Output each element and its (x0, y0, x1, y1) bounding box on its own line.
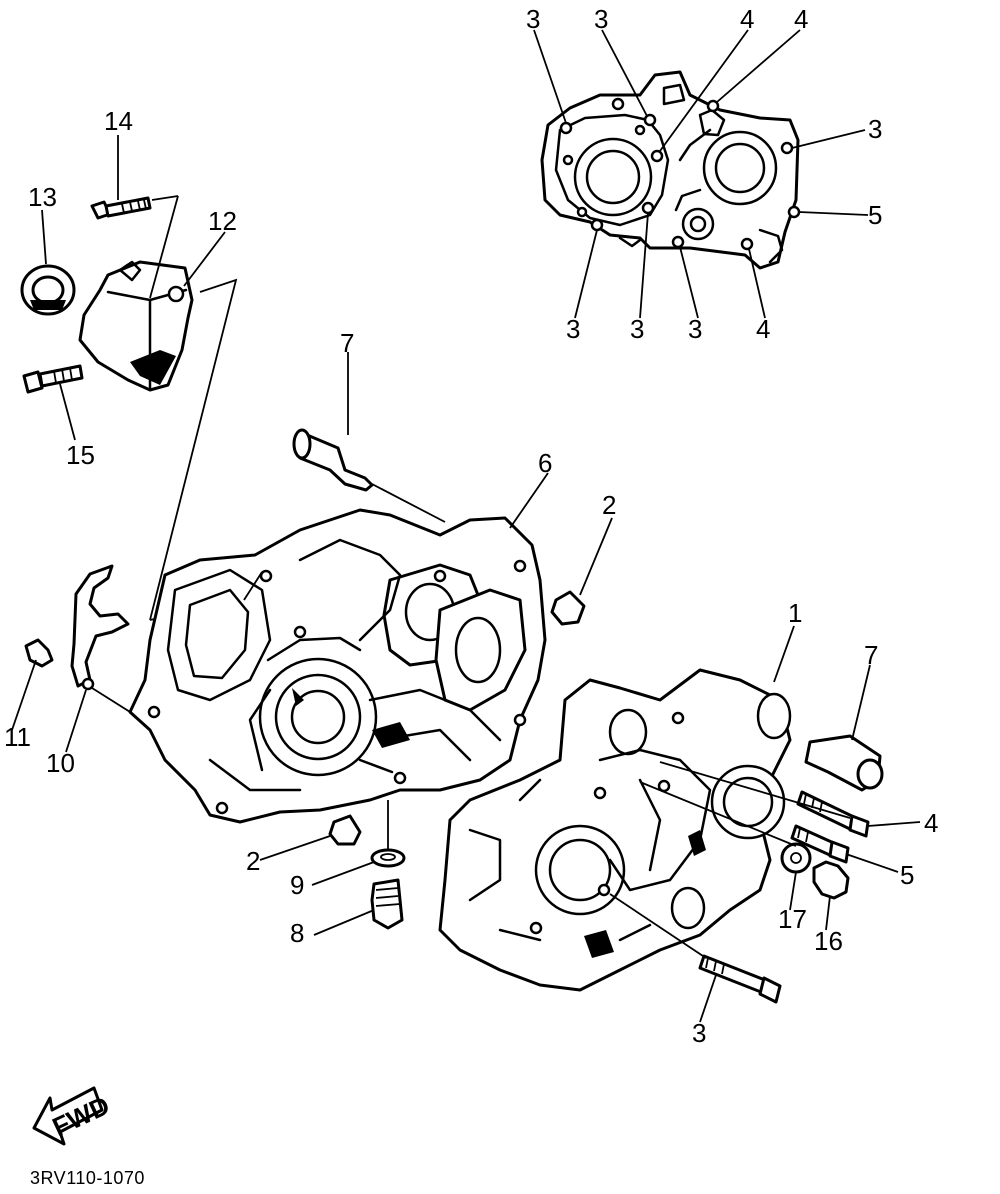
callout-7: 7 (340, 328, 354, 358)
callout-6: 6 (538, 448, 552, 478)
washer-icon (780, 842, 812, 874)
diagram-reference-code: 3RV110-1070 (30, 1168, 145, 1188)
callout-10: 10 (46, 748, 75, 778)
callout-labels: 1 2 2 3 3 3 3 3 3 3 4 4 4 4 5 5 6 7 7 8 … (4, 4, 938, 1048)
dowel-icon (328, 814, 362, 846)
callout-1: 1 (788, 598, 802, 628)
callout-4: 4 (924, 808, 938, 838)
callout-3: 3 (594, 4, 608, 34)
callout-5: 5 (900, 860, 914, 890)
drain-plug-icon (370, 878, 404, 930)
callout-12: 12 (208, 206, 237, 236)
washer-icon (370, 848, 406, 868)
left-crankcase (128, 508, 547, 824)
bolt-pattern-view (533, 29, 869, 319)
dowel-pin-icon (804, 734, 884, 792)
bolt-icon (790, 824, 850, 864)
callout-15: 15 (66, 440, 95, 470)
callout-5: 5 (868, 200, 882, 230)
fwd-arrow-icon: FWD (32, 1086, 114, 1146)
callout-8: 8 (290, 918, 304, 948)
callout-3: 3 (868, 114, 882, 144)
cover-icon (78, 260, 194, 392)
callout-4: 4 (794, 4, 808, 34)
dowel-icon (550, 590, 586, 626)
screw-icon (24, 638, 54, 668)
bolt-hole-markers (559, 97, 801, 251)
callout-7: 7 (864, 640, 878, 670)
leader-lines (11, 352, 921, 1023)
right-crankcase (438, 668, 792, 992)
flange-bolt-icon (812, 860, 850, 900)
callout-3: 3 (630, 314, 644, 344)
bolt-icon (796, 790, 870, 838)
callout-13: 13 (28, 182, 57, 212)
callout-3: 3 (566, 314, 580, 344)
callout-3: 3 (526, 4, 540, 34)
callout-4: 4 (740, 4, 754, 34)
callout-2: 2 (602, 490, 616, 520)
dowel-pin-icon (292, 428, 374, 492)
bolt-icon (90, 196, 152, 220)
callout-3: 3 (692, 1018, 706, 1048)
callout-14: 14 (104, 106, 133, 136)
retainer-plate-icon (70, 564, 130, 691)
callout-11: 11 (4, 722, 31, 752)
callout-3: 3 (688, 314, 702, 344)
callout-9: 9 (290, 870, 304, 900)
callout-2: 2 (246, 846, 260, 876)
bolt-icon (22, 364, 84, 394)
bolt-icon (698, 954, 782, 1004)
callout-16: 16 (814, 926, 843, 956)
oil-seal-icon (20, 264, 76, 316)
callout-4: 4 (756, 314, 770, 344)
callout-17: 17 (778, 904, 807, 934)
cover-assembly (20, 135, 245, 621)
